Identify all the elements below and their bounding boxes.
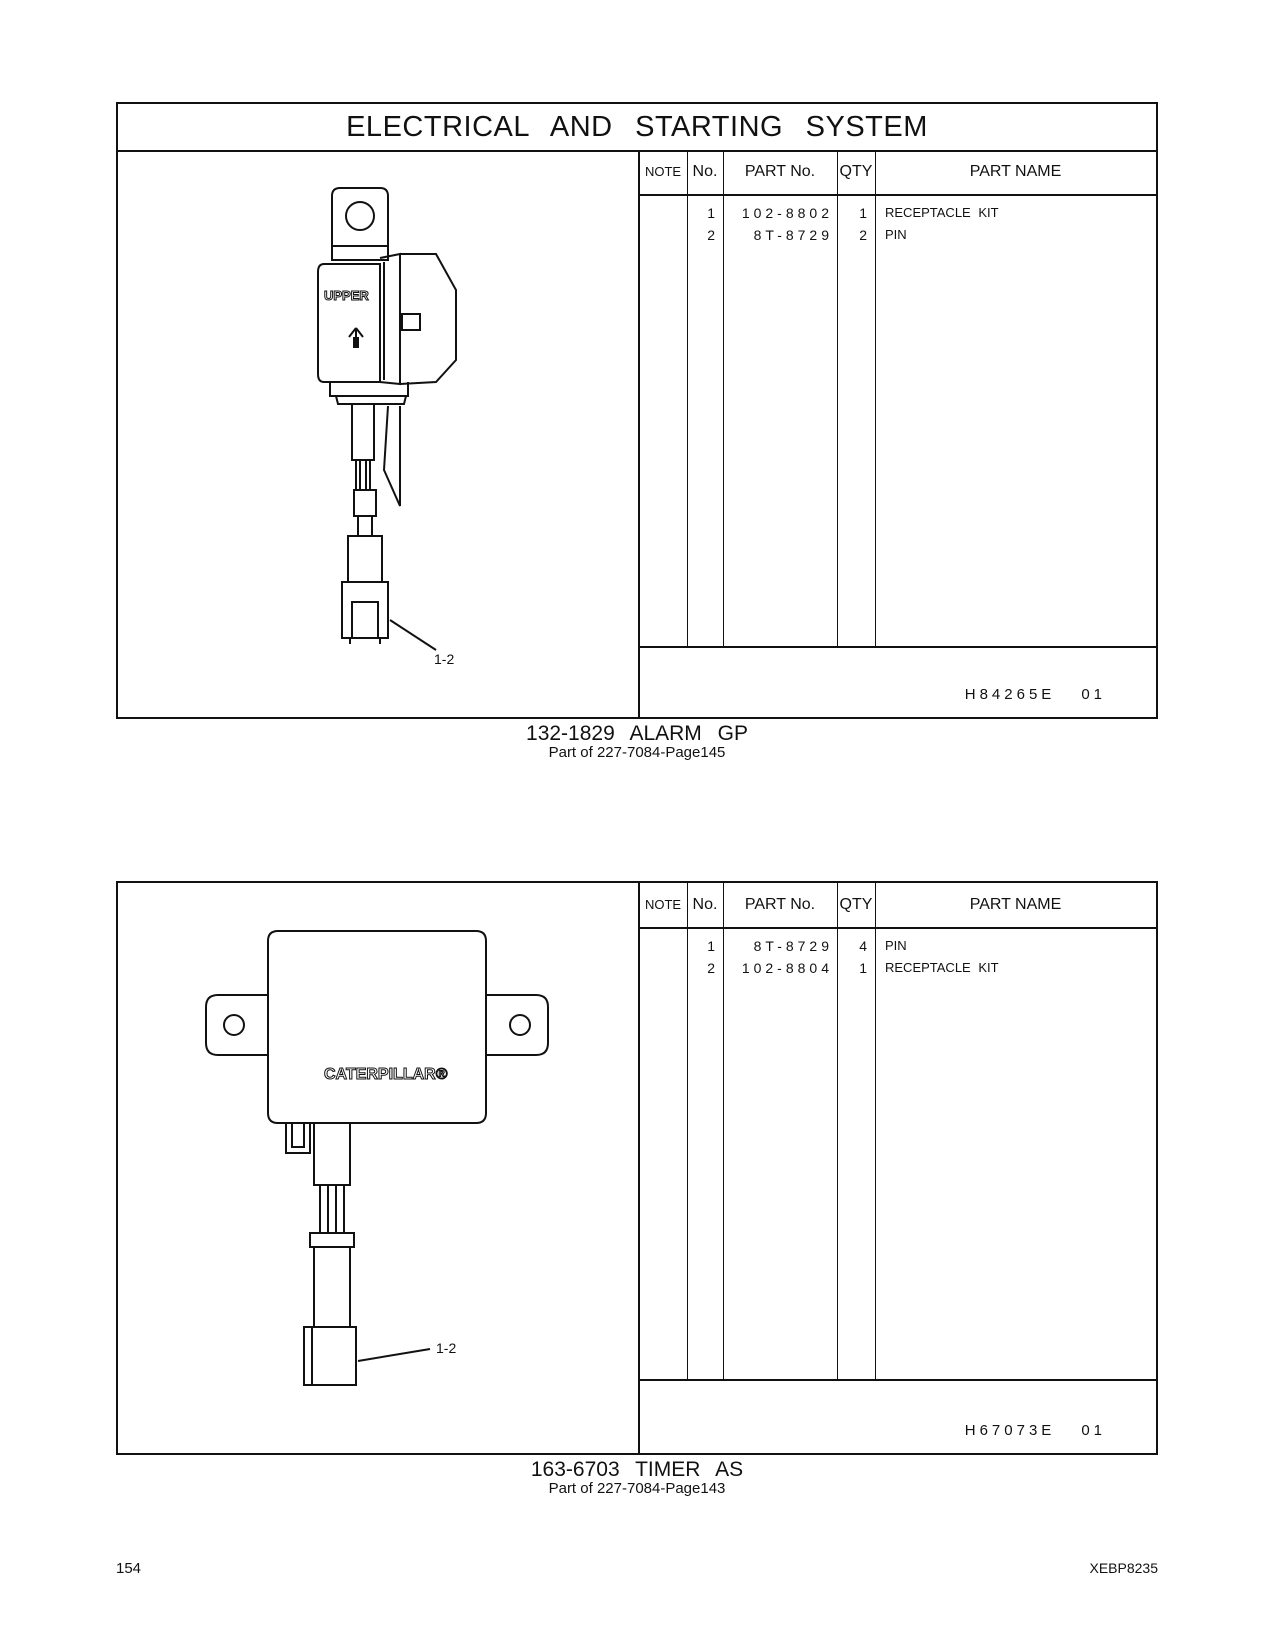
caption-timer-as: 163-6703 TIMER AS Part of 227-7084-Page1… [116,1459,1158,1497]
caption-sub: Part of 227-7084-Page143 [548,1480,726,1497]
illustration-alarm-gp: UPPER 1-2 [118,150,640,717]
row-part-name: RECEPTACLE KIT [885,205,999,220]
table-body: 1 102-8802 1 RECEPTACLE KIT 2 8T-8729 2 … [639,196,1156,648]
page-number: 154 [116,1560,142,1577]
parts-table-timer-as: NOTE No. PART No. QTY PART NAME 1 8T-872… [639,883,1156,1453]
row-part-no: 102-8802 [741,205,833,221]
illustration-reference: H84265E 01 [965,686,1106,703]
row-qty: 2 [859,227,867,243]
table-header: NOTE No. PART No. QTY PART NAME [639,150,1156,196]
upper-label: UPPER [324,288,369,303]
header-part-no: PART No. [744,896,816,913]
header-note: NOTE [644,164,682,179]
section-title: ELECTRICAL AND STARTING SYSTEM [118,104,1156,152]
row-no: 2 [707,960,715,976]
row-part-no: 8T-8729 [753,227,833,243]
caption-sub: Part of 227-7084-Page145 [548,744,726,761]
callout-1-2: 1-2 [436,1340,456,1356]
illustration-reference: H67073E 01 [965,1422,1106,1439]
alarm-gp-drawing: UPPER 1-2 [317,187,457,667]
timer-as-drawing: CATERPILLAR® 1-2 [205,930,549,1386]
row-qty: 1 [859,205,867,221]
caption-main: 163-6703 TIMER AS [530,1458,744,1481]
header-qty: QTY [839,163,873,180]
callout-1-2: 1-2 [434,651,454,667]
illustration-ref-rev: 01 [1081,1422,1106,1439]
row-qty: 1 [859,960,867,976]
table-row: 2 8T-8729 2 PIN [639,224,1156,246]
caption-main: 132-1829 ALARM GP [526,722,748,745]
illustration-ref-code: H67073E [964,1422,1056,1439]
row-part-name: RECEPTACLE KIT [885,960,999,975]
caterpillar-logo-text: CATERPILLAR® [324,1066,448,1083]
row-no: 1 [707,205,715,221]
parts-panel-alarm-gp: ELECTRICAL AND STARTING SYSTEM [116,102,1158,719]
header-note: NOTE [644,897,682,912]
row-no: 1 [707,938,715,954]
table-row: 2 102-8804 1 RECEPTACLE KIT [639,957,1156,979]
caption-alarm-gp: 132-1829 ALARM GP Part of 227-7084-Page1… [116,723,1158,761]
illustration-ref-code: H84265E [964,686,1056,703]
header-no: No. [692,896,718,913]
table-body: 1 8T-8729 4 PIN 2 102-8804 1 RECEPTACLE … [639,929,1156,1381]
header-part-name: PART NAME [969,896,1062,913]
parts-table-alarm-gp: NOTE No. PART No. QTY PART NAME 1 102-88… [639,150,1156,717]
document-id: XEBP8235 [1089,1560,1159,1576]
table-row: 1 102-8802 1 RECEPTACLE KIT [639,202,1156,224]
row-no: 2 [707,227,715,243]
header-qty: QTY [839,896,873,913]
row-part-name: PIN [885,227,907,242]
row-part-no: 102-8804 [741,960,833,976]
parts-panel-timer-as: CATERPILLAR® 1-2 NOTE No. PART No. QTY P… [116,881,1158,1455]
header-no: No. [692,163,718,180]
row-part-no: 8T-8729 [753,938,833,954]
illustration-ref-rev: 01 [1081,686,1106,703]
illustration-timer-as: CATERPILLAR® 1-2 [118,883,640,1453]
row-part-name: PIN [885,938,907,953]
header-part-name: PART NAME [969,163,1062,180]
table-row: 1 8T-8729 4 PIN [639,935,1156,957]
header-part-no: PART No. [744,163,816,180]
table-header: NOTE No. PART No. QTY PART NAME [639,883,1156,929]
row-qty: 4 [859,938,867,954]
